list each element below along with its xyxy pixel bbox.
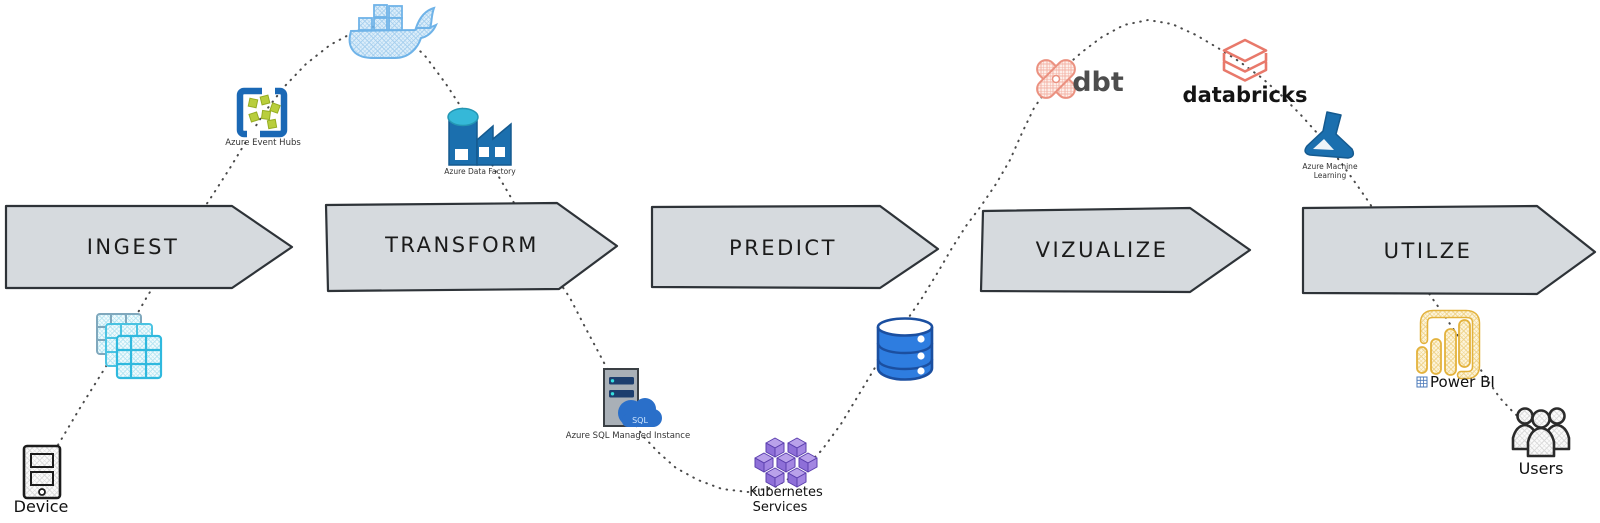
stage-arrow-vizualize: VIZUALIZE <box>979 206 1252 294</box>
dbt-label: dbt <box>1072 67 1124 98</box>
dbt-node: dbt <box>1036 59 1124 99</box>
databricks-label: databricks <box>1183 83 1308 107</box>
databricks-node: databricks <box>1183 38 1308 107</box>
sql-badge: SQL <box>632 416 648 425</box>
database-icon <box>876 317 934 381</box>
power-bi-label: Power BI <box>1430 373 1495 391</box>
azure-event-hubs-node: Azure Event Hubs <box>225 85 301 148</box>
docker-icon <box>348 4 438 59</box>
stage-label-predict: PREDICT <box>729 236 837 260</box>
device-label: Device <box>14 497 69 516</box>
kubernetes-services-node: Kubernetes Services <box>749 437 823 515</box>
databricks-icon <box>1222 38 1268 82</box>
kubernetes-cubes-icon <box>754 437 818 488</box>
users-icon <box>1511 407 1571 458</box>
azure-event-hubs-label: Azure Event Hubs <box>225 138 301 148</box>
stage-label-utilze: UTILZE <box>1384 239 1473 263</box>
kubernetes-label-line1: Kubernetes <box>749 485 823 500</box>
stage-arrow-transform: TRANSFORM <box>324 201 619 293</box>
stage-label-vizualize: VIZUALIZE <box>1036 238 1169 262</box>
users-label: Users <box>1519 459 1564 478</box>
azure-ml-label-line2: Learning <box>1314 171 1347 180</box>
power-bi-grid-icon <box>1416 376 1428 388</box>
datasets-icon <box>96 313 163 380</box>
stage-arrow-predict: PREDICT <box>650 204 940 290</box>
device-node: Device <box>14 444 69 516</box>
stage-arrow-ingest: INGEST <box>4 204 294 290</box>
users-node: Users <box>1511 407 1571 478</box>
stage-arrow-utilze: UTILZE <box>1301 204 1597 296</box>
dbt-icon <box>1036 59 1076 99</box>
sql-cloud-icon: SQL <box>618 398 662 427</box>
azure-sql-managed-instance-node: SQL Azure SQL Managed Instance <box>566 368 690 441</box>
stage-label-ingest: INGEST <box>87 235 180 259</box>
azure-ml-label-line1: Azure Machine <box>1302 162 1358 171</box>
azure-machine-learning-node: Azure Machine Learning <box>1302 111 1358 180</box>
azure-ml-icon <box>1304 111 1355 159</box>
power-bi-node: Power BI <box>1416 309 1495 391</box>
power-bi-bars-icon <box>1416 319 1471 376</box>
azure-sql-managed-instance-label: Azure SQL Managed Instance <box>566 431 690 441</box>
azure-data-factory-label: Azure Data Factory <box>444 167 516 176</box>
kubernetes-label-line2: Services <box>753 500 808 515</box>
azure-data-factory-node: Azure Data Factory <box>444 107 516 176</box>
stage-label-transform: TRANSFORM <box>384 233 539 257</box>
